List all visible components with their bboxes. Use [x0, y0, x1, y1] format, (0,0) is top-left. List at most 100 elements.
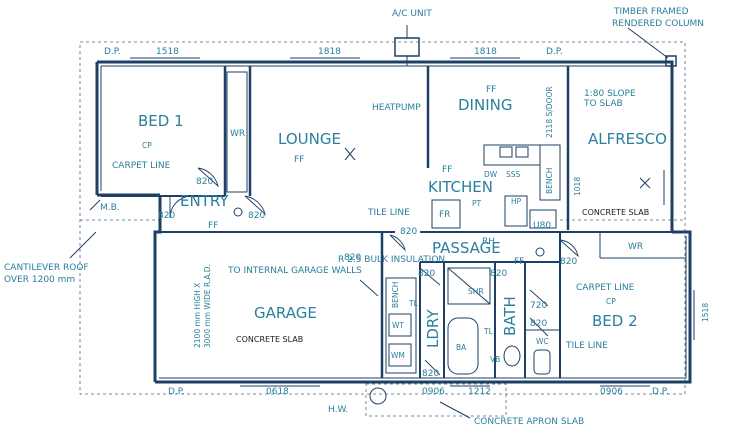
switch-symbol [233, 207, 243, 217]
label-wt: WT [392, 321, 404, 330]
ac-unit [394, 37, 420, 57]
room-labels: BED 1 LOUNGE DINING ALFRESCO KITCHEN ENT… [138, 96, 667, 348]
exterior-details [69, 25, 669, 419]
room-dining: DINING [458, 96, 512, 114]
label-wm: WM [391, 351, 405, 360]
label-ff-lounge: FF [294, 155, 304, 165]
label-garage-door-2: 3000 mm WIDE R.A.D. [203, 264, 212, 348]
room-bed2: BED 2 [592, 312, 638, 330]
light-point-icon [639, 177, 651, 189]
label-ff-kitchen: FF [442, 165, 452, 175]
label-pt: PT [472, 199, 482, 208]
dim-door-entry-left: 820 [158, 211, 175, 221]
fixture-labels: A/C UNIT HEATPUMP WR CP CARPET LINE FF F… [100, 9, 649, 415]
downpipe-bottom-left: D.P. [168, 387, 185, 397]
vanity-basin [503, 345, 521, 367]
label-alfresco-slab: CONCRETE SLAB [582, 208, 649, 217]
downpipe-top-right: D.P. [546, 47, 563, 57]
room-garage: GARAGE [254, 304, 317, 322]
label-tl-ldry: TL [408, 299, 419, 308]
light-point-icon [344, 147, 356, 161]
dim-w-bath-front: 1212 [468, 387, 491, 397]
wet-area-fixtures [385, 267, 551, 375]
label-u80: U80 [533, 221, 551, 231]
switch-symbol [535, 247, 545, 257]
label-ba: BA [456, 343, 467, 352]
room-kitchen: KITCHEN [428, 178, 493, 196]
label-garage-slab: CONCRETE SLAB [236, 335, 303, 344]
dim-w-lounge: 1818 [318, 47, 341, 57]
note-cantilever-1: CANTILEVER ROOF [4, 263, 89, 273]
dim-w-bed2-side: 1518 [701, 303, 710, 322]
label-bench-kitchen: BENCH [545, 168, 554, 194]
label-mb: M.B. [100, 203, 120, 213]
dim-door-wc: 820 [530, 319, 547, 329]
door-swings [169, 167, 579, 376]
label-bench-ldry: BENCH [391, 282, 400, 308]
dim-door-bath: 820 [490, 269, 507, 279]
windows [130, 57, 695, 387]
room-passage: PASSAGE [432, 239, 501, 257]
dim-door-ldry-out: 820 [422, 369, 439, 379]
label-heatpump: HEATPUMP [372, 103, 421, 113]
dim-door-passage-top: 820 [400, 227, 417, 237]
room-lounge: LOUNGE [278, 130, 341, 148]
room-alfresco: ALFRESCO [588, 130, 667, 148]
symbols [233, 147, 651, 257]
dim-w-ldry-front: 0906 [422, 387, 445, 397]
note-timber-1: TIMBER FRAMED [613, 7, 689, 17]
label-shr: SHR [468, 287, 484, 296]
room-bed1: BED 1 [138, 112, 184, 130]
downpipe-top-left: D.P. [104, 47, 121, 57]
label-insulation-1: R 2.5 BULK INSULATION [338, 255, 445, 265]
label-ff-passage: FF [514, 257, 524, 267]
label-tile-line-bath: TILE LINE [565, 341, 608, 351]
dim-door-bed2: 820 [560, 257, 577, 267]
washing-tub [388, 313, 412, 337]
hot-water-unit [369, 387, 387, 405]
dim-w-garage-front: 0618 [266, 387, 289, 397]
dim-w-bed2-front: 0906 [600, 387, 623, 397]
label-wr-bed1: WR [230, 129, 245, 139]
notes: TIMBER FRAMED RENDERED COLUMN CANTILEVER… [4, 7, 704, 427]
room-ldry: LDRY [424, 309, 442, 348]
label-tile-line-entry: TILE LINE [367, 208, 410, 218]
interior-walls [101, 55, 690, 378]
label-ff-entry: FF [208, 221, 218, 231]
dim-door-passage-left: 820 [344, 253, 361, 263]
label-slope: 1:80 SLOPE [584, 89, 636, 99]
shower [447, 267, 491, 305]
label-carpet-line-bed2: CARPET LINE [576, 283, 635, 293]
dim-door-720: 720 [530, 301, 547, 311]
toilet [533, 349, 551, 375]
label-wc: WC [536, 337, 549, 346]
dim-door-entry-right: 820 [248, 211, 265, 221]
label-ff-dining: FF [486, 85, 496, 95]
label-carpet-line-bed1: CARPET LINE [112, 161, 171, 171]
label-dw: DW [484, 170, 498, 179]
label-slope-to: TO SLAB [583, 99, 623, 109]
washing-machine [388, 343, 412, 367]
label-hp: HP [511, 197, 522, 206]
bath-tub [447, 317, 479, 375]
label-fr: FR [439, 210, 450, 220]
downpipe-bottom-right: D.P. [652, 387, 669, 397]
dim-door-ldry: 820 [418, 269, 435, 279]
label-hw: H.W. [328, 405, 348, 415]
label-rh: RH [482, 237, 495, 247]
label-ac-unit: A/C UNIT [392, 9, 432, 19]
dim-door-bed1: 820 [196, 177, 213, 187]
label-insulation-2: TO INTERNAL GARAGE WALLS [227, 266, 362, 276]
note-timber-2: RENDERED COLUMN [612, 19, 704, 29]
label-vb: VB [490, 355, 500, 364]
dimension-labels: 1518 1818 1818 1518 0618 0906 1212 0906 … [156, 47, 710, 397]
note-cantilever-2: OVER 1200 mm [4, 275, 75, 285]
label-sliding-door: 2118 S/DOOR [545, 86, 554, 138]
label-w-alfresco-side: 1018 [573, 177, 582, 196]
dim-w-dining: 1818 [474, 47, 497, 57]
roof-outline [79, 41, 686, 395]
label-cp-bed2: CP [606, 297, 616, 306]
room-entry: ENTRY [180, 192, 229, 210]
